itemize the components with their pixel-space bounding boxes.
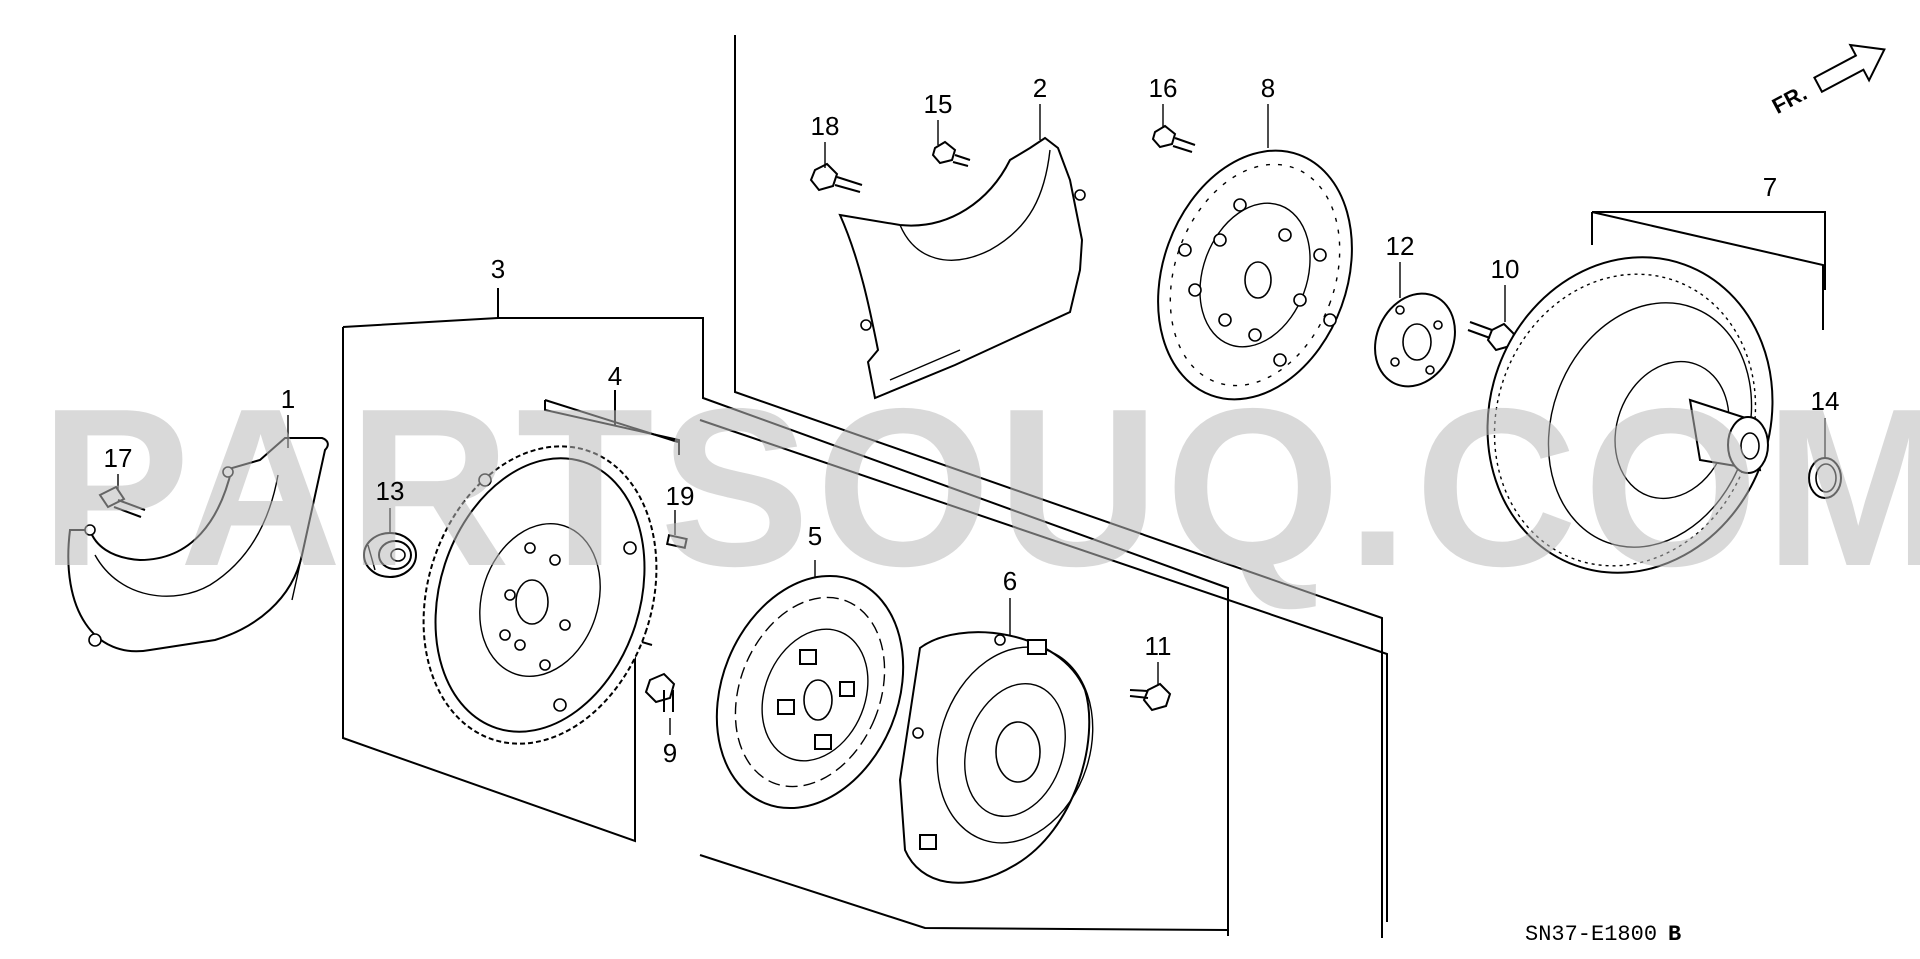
part-15-bolt bbox=[931, 140, 971, 167]
part-18-bolt bbox=[809, 162, 863, 193]
callout-10: 10 bbox=[1491, 254, 1520, 284]
callout-19: 19 bbox=[666, 481, 695, 511]
callout-5: 5 bbox=[808, 521, 822, 551]
part-4-flywheel bbox=[422, 445, 658, 745]
part-7-torque-converter bbox=[1486, 256, 1774, 574]
part-1-lower-cover bbox=[67, 437, 329, 653]
callout-7: 7 bbox=[1763, 172, 1777, 202]
callout-numbers: 1 2 3 4 5 6 7 8 9 10 11 12 13 14 15 16 1… bbox=[104, 73, 1840, 768]
bracket-7-wide bbox=[1591, 211, 1824, 330]
callout-14: 14 bbox=[1811, 386, 1840, 416]
callout-11: 11 bbox=[1145, 631, 1172, 661]
callout-leaders bbox=[117, 104, 1826, 735]
callout-6: 6 bbox=[1003, 566, 1017, 596]
part-11-bolt bbox=[1129, 682, 1172, 712]
front-direction-indicator: FR. bbox=[1768, 43, 1886, 119]
callout-16: 16 bbox=[1149, 73, 1178, 103]
diagram-code-block: SN37-E1800 B bbox=[1525, 922, 1681, 947]
bracket-3-top bbox=[342, 317, 1229, 936]
callout-18: 18 bbox=[811, 111, 840, 141]
callout-13: 13 bbox=[376, 476, 405, 506]
bracket-4-top bbox=[544, 399, 679, 443]
callout-3: 3 bbox=[491, 254, 505, 284]
bracket-4-bottom bbox=[699, 854, 1229, 931]
callout-1: 1 bbox=[281, 384, 295, 414]
bracket-2 bbox=[734, 35, 1383, 938]
fr-label: FR. bbox=[1768, 80, 1811, 119]
part-19-dowel-pin bbox=[665, 534, 688, 549]
watermark: PARTSOUQ.COM bbox=[40, 361, 1920, 613]
callout-12: 12 bbox=[1386, 231, 1415, 261]
part-9-bolt bbox=[644, 672, 676, 712]
callout-2: 2 bbox=[1033, 73, 1047, 103]
part-2-upper-cover bbox=[838, 136, 1086, 400]
part-12-washer-plate bbox=[1374, 292, 1456, 388]
diagram-code: SN37-E1800 bbox=[1525, 922, 1657, 947]
part-16-bolt bbox=[1151, 124, 1196, 153]
callout-9: 9 bbox=[663, 738, 677, 768]
bracket-4-lower bbox=[699, 419, 1388, 922]
callout-8: 8 bbox=[1261, 73, 1275, 103]
part-8-drive-plate bbox=[1157, 149, 1353, 401]
part-5-clutch-disc bbox=[715, 574, 905, 810]
callout-15: 15 bbox=[924, 89, 953, 119]
part-17-bolt bbox=[98, 485, 146, 518]
bracket-4 bbox=[544, 400, 680, 455]
front-arrow-icon bbox=[1813, 43, 1886, 94]
part-6-pressure-plate bbox=[898, 631, 1094, 884]
callout-4: 4 bbox=[608, 361, 622, 391]
callout-17: 17 bbox=[104, 443, 133, 473]
diagram-revision: B bbox=[1668, 922, 1681, 947]
part-14-o-ring bbox=[1808, 457, 1842, 499]
